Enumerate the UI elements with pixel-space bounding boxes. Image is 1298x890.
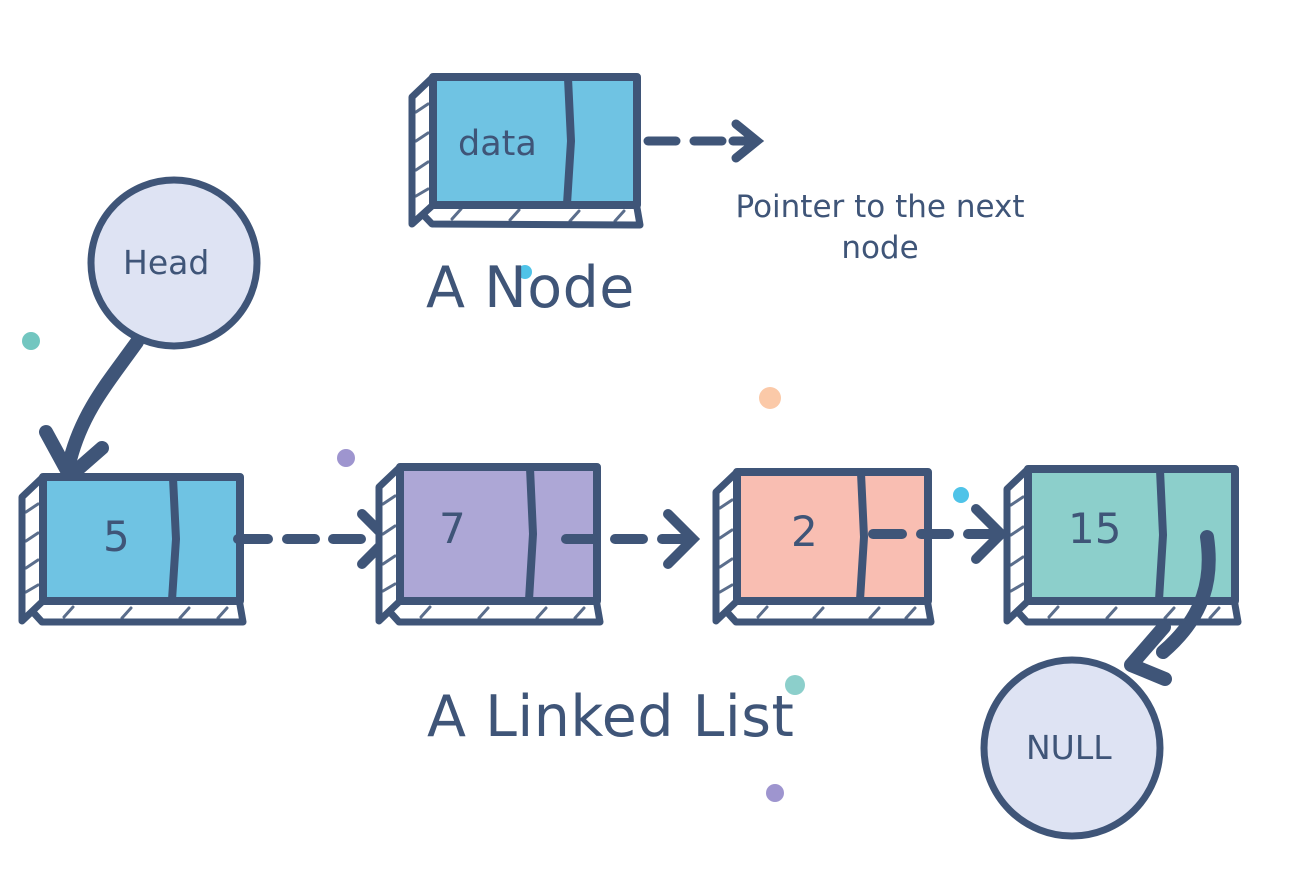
- sample-node-left-hatch: [414, 102, 430, 198]
- head-circle: [87, 176, 261, 350]
- null-pointer-group: [980, 530, 1216, 840]
- dot-purple-upper: [337, 449, 355, 467]
- sample-node-pointer-arrow: [643, 119, 765, 163]
- dot-teal-left: [22, 332, 40, 350]
- list-node-4-left-hatch: [1009, 495, 1025, 593]
- list-node-3-bottom-hatch: [756, 605, 917, 620]
- list-node-2-group: [375, 463, 604, 626]
- arrow-node3-to-node4: [868, 504, 1009, 564]
- list-node-2-front-face: [396, 463, 601, 605]
- list-node-4-divider: [1155, 466, 1168, 604]
- dot-cyan-node15: [953, 487, 969, 503]
- sample-node-bottom-hatch: [450, 207, 626, 223]
- last-node-to-null-arrow-shaft: [1156, 530, 1216, 659]
- sample-node-divider: [563, 74, 576, 208]
- sample-node-front-face: [429, 73, 641, 209]
- list-node-3-divider: [856, 469, 869, 604]
- list-node-2-divider: [525, 464, 538, 604]
- dot-purple-lower: [766, 784, 784, 802]
- dot-orange-mid: [759, 387, 781, 409]
- last-node-to-null-arrowhead: [1124, 620, 1172, 686]
- list-node-2-bottom-hatch: [419, 605, 586, 620]
- sample-node-group: [408, 73, 644, 229]
- list-node-1-divider: [168, 474, 181, 604]
- arrow-node1-to-node2: [233, 509, 395, 569]
- list-node-4-bottom-hatch: [1047, 605, 1221, 620]
- list-node-1-front-face: [39, 473, 244, 605]
- dot-teal-linkedlist: [785, 675, 805, 695]
- list-node-1-bottom-hatch: [62, 605, 229, 620]
- list-node-1-left-hatch: [24, 502, 40, 594]
- list-node-3-left-hatch: [718, 498, 734, 594]
- head-pointer-group: [39, 176, 261, 483]
- arrow-node2-to-node3: [561, 509, 701, 569]
- list-node-1-group: [18, 473, 247, 626]
- list-node-3-group: [712, 468, 935, 626]
- list-node-2-left-hatch: [381, 494, 397, 593]
- head-to-first-node-arrow-shaft: [63, 335, 144, 467]
- dot-cyan-anode: [518, 265, 532, 279]
- null-circle: [980, 656, 1164, 840]
